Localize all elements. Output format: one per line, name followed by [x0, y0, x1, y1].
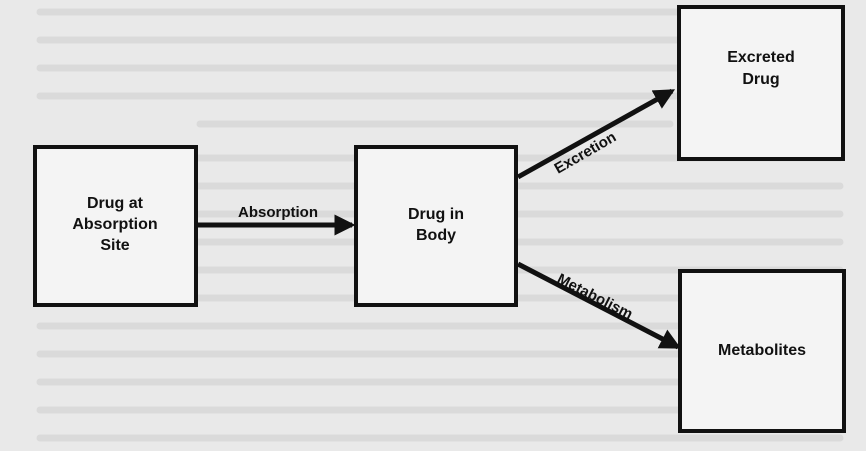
- edge-absorption: Absorption: [198, 204, 356, 236]
- edge-excretion: Excretion: [516, 88, 676, 180]
- metabolites-box: [678, 269, 846, 433]
- metabolism-arrow: [516, 261, 682, 350]
- absorption-site-label-line-3: Site: [100, 237, 129, 254]
- absorption-site-label-line-2: Absorption: [72, 216, 157, 233]
- drug-in-body-box: [354, 145, 518, 307]
- metabolites-label: Metabolites: [718, 342, 806, 359]
- metabolism-label: Metabolism: [554, 270, 635, 323]
- node-metabolites: Metabolites: [678, 269, 846, 433]
- node-drug-in-body: Drug in Body: [354, 145, 518, 307]
- excreted-drug-box: [677, 5, 845, 161]
- edge-metabolism: Metabolism: [516, 261, 682, 350]
- node-excreted-drug: Excreted Drug: [677, 5, 845, 161]
- excreted-drug-label-line-2: Drug: [742, 71, 779, 88]
- excretion-arrow: [516, 88, 676, 180]
- absorption-site-box: [33, 145, 198, 307]
- absorption-site-label-line-1: Drug at: [87, 195, 144, 212]
- node-drug-at-absorption-site: Drug at Absorption Site: [33, 145, 198, 307]
- excreted-drug-label-line-1: Excreted: [727, 49, 795, 66]
- drug-in-body-label-line-2: Body: [416, 227, 456, 244]
- drug-in-body-label-line-1: Drug in: [408, 206, 464, 223]
- absorption-label: Absorption: [238, 204, 318, 221]
